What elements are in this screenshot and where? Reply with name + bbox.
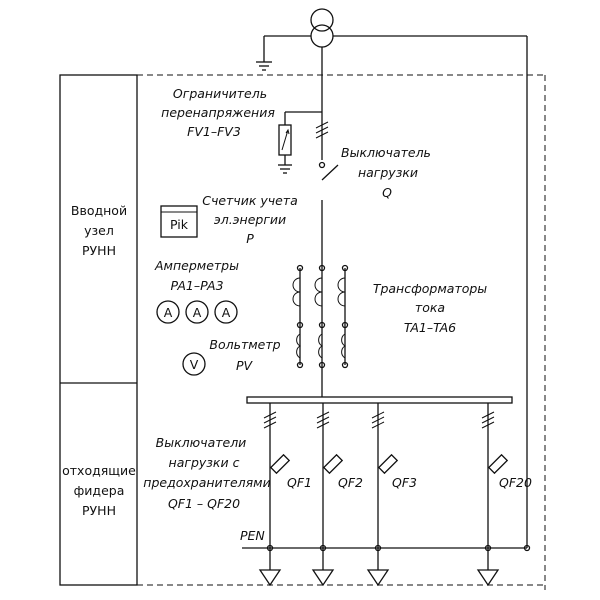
meter-label-3: P — [246, 231, 254, 246]
surge-label-2: перенапряжения — [161, 105, 275, 120]
feeder-switches-label-2: нагрузки с — [169, 455, 240, 470]
feeders-line-3: РУНН — [82, 503, 116, 518]
ammeter-2-symbol: A — [193, 305, 202, 320]
ammeters-label-2: PA1–PA3 — [170, 278, 223, 293]
meter-label-1: Счетчик учета — [202, 193, 298, 208]
ct-label-2: тока — [415, 300, 445, 315]
feeder-branch-3 — [366, 403, 399, 587]
ammeter-2: A — [185, 300, 209, 324]
voltmeter-label-1: Вольтметр — [209, 337, 280, 352]
busbar — [246, 396, 513, 404]
feeder-label-qf3: QF3 — [392, 475, 417, 490]
ammeter-3: A — [214, 300, 238, 324]
ammeters-label-1: Амперметры — [154, 258, 239, 273]
feeder-switches-label-4: QF1 – QF20 — [168, 496, 240, 511]
voltmeter-symbol: V — [190, 357, 199, 372]
input-node-line-2: узел — [84, 223, 114, 238]
voltmeter: V — [182, 352, 206, 376]
meter-box-label: Pik — [170, 217, 189, 232]
left-panel: Вводной узел РУНН отходящие фидера РУНН — [59, 74, 138, 586]
feeder-label-qf2: QF2 — [338, 475, 363, 490]
surge-label-1: Ограничитель — [173, 86, 267, 101]
ct-label-1: Трансформаторы — [373, 281, 487, 296]
enclosure — [137, 74, 546, 590]
switch-label-2: нагрузки — [358, 165, 418, 180]
input-node-line-3: РУНН — [82, 243, 116, 258]
feeder-switches-label-3: предохранителями — [143, 475, 270, 490]
surge-arrester — [278, 111, 322, 174]
feeder-branch-20 — [476, 403, 509, 587]
main-line — [315, 47, 339, 397]
feeders-line-2: фидера — [74, 483, 125, 498]
pen-label: PEN — [240, 528, 265, 543]
surge-label-3: FV1–FV3 — [187, 124, 241, 139]
feeder-branch-2 — [311, 403, 344, 587]
transformer-symbol — [256, 8, 528, 548]
meter-label-2: эл.энергии — [214, 212, 286, 227]
feeders-line-1: отходящие — [62, 463, 136, 478]
pen-bus — [242, 544, 531, 552]
feeder-branch-1 — [258, 403, 291, 587]
feeder-label-qf1: QF1 — [287, 475, 312, 490]
ammeter-3-symbol: A — [222, 305, 231, 320]
feeder-label-qf20: QF20 — [499, 475, 532, 490]
input-node-line-1: Вводной — [71, 203, 127, 218]
ct-label-3: TA1–TA6 — [404, 320, 456, 335]
switch-label-3: Q — [382, 185, 392, 200]
current-transformers — [292, 264, 349, 369]
energy-meter: Pik — [160, 205, 198, 238]
ammeter-1: A — [156, 300, 180, 324]
switch-label-1: Выключатель — [341, 145, 431, 160]
voltmeter-label-2: PV — [236, 358, 254, 373]
ammeter-1-symbol: A — [164, 305, 173, 320]
feeder-switches-label-1: Выключатели — [156, 435, 247, 450]
